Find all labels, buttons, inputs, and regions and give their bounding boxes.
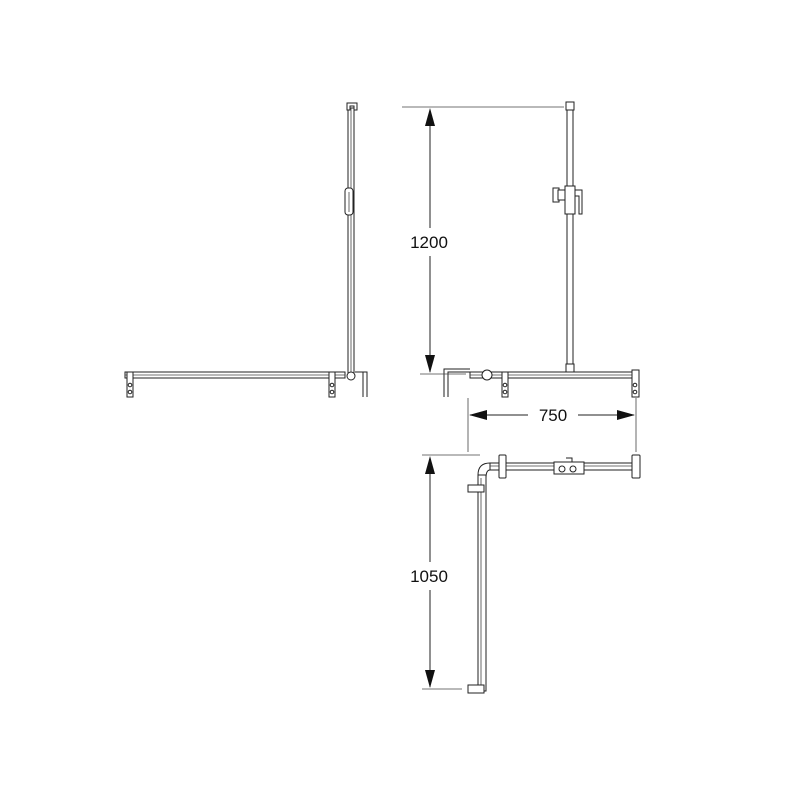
wall-bracket xyxy=(631,369,640,398)
dimension-depth xyxy=(422,454,480,690)
dimension-width xyxy=(467,398,637,452)
top-bracket xyxy=(346,102,358,111)
wall-bracket xyxy=(631,454,641,479)
front-view xyxy=(402,101,640,398)
dimension-label-depth: 1050 xyxy=(410,567,448,586)
wall-bracket xyxy=(467,484,485,493)
slider xyxy=(553,457,585,475)
wall-bracket xyxy=(126,371,134,398)
side-view xyxy=(124,102,368,398)
wall-bracket xyxy=(467,684,485,694)
wall-bracket xyxy=(501,371,509,398)
corner-hook xyxy=(355,371,368,397)
vertical-rail xyxy=(477,474,487,692)
corner-hook xyxy=(443,368,470,397)
dimension-label-width: 750 xyxy=(539,406,567,425)
shower-valve xyxy=(552,185,583,215)
top-cap xyxy=(565,101,575,111)
plan-view xyxy=(422,454,641,694)
dimension-height xyxy=(402,106,564,375)
joint xyxy=(481,369,493,381)
vertical-rail xyxy=(566,103,574,377)
joint xyxy=(346,371,356,381)
wall-bracket xyxy=(498,454,507,479)
wall-bracket xyxy=(328,371,336,398)
dimension-label-height: 1200 xyxy=(410,233,448,252)
